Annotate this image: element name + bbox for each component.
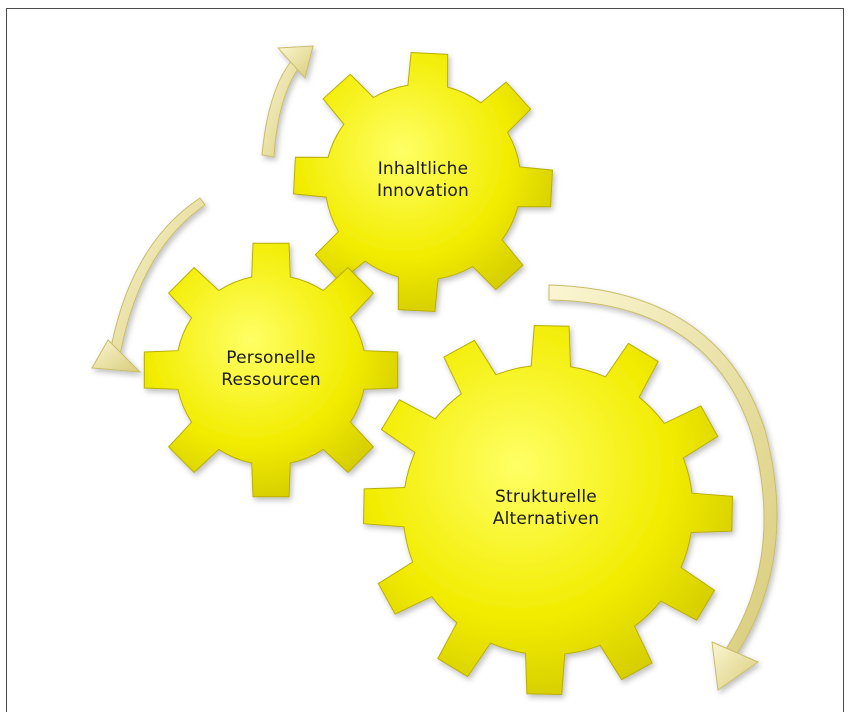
gear-label-line: Alternativen xyxy=(492,509,600,529)
gear-label-line: Personelle xyxy=(226,348,316,368)
gear-label-line: Innovation xyxy=(376,181,470,201)
gear-personelle-ressourcen xyxy=(143,242,399,498)
cycle-arrow-top-left xyxy=(261,45,314,158)
gear-body xyxy=(362,324,734,696)
gear-label-line: Strukturelle xyxy=(495,487,597,507)
diagram-frame xyxy=(6,8,844,712)
gear-label-strukturelle-alternativen: Strukturelle Alternativen xyxy=(493,486,599,530)
gear-label-personelle-ressourcen: Personelle Ressourcen xyxy=(221,347,321,391)
gear-label-line: Ressourcen xyxy=(221,370,321,390)
gear-body xyxy=(292,51,554,313)
gear-strukturelle-alternativen xyxy=(362,324,734,696)
gear-label-inhaltliche-innovation: Inhaltliche Innovation xyxy=(377,158,469,202)
gear-body xyxy=(143,242,399,498)
gear-inhaltliche-innovation xyxy=(292,51,554,313)
gear-label-line: Inhaltliche xyxy=(377,159,469,179)
cycle-arrow-right xyxy=(548,284,778,691)
cycle-arrow-left xyxy=(91,197,206,373)
